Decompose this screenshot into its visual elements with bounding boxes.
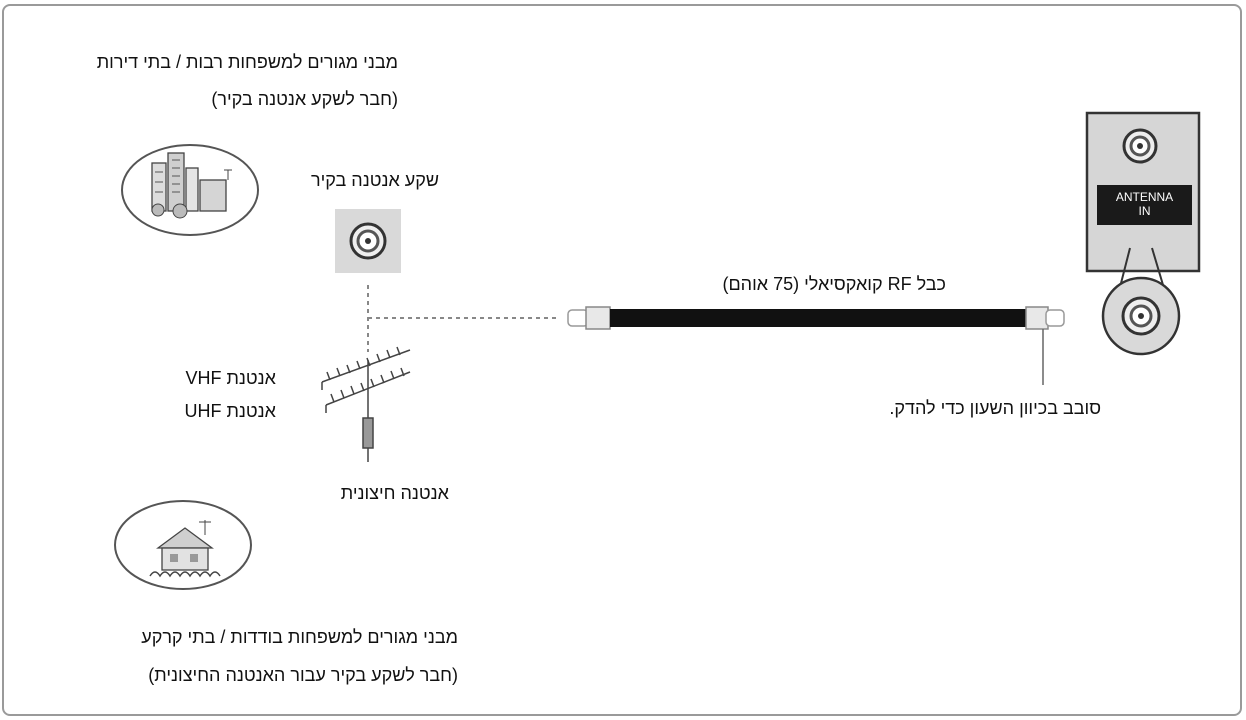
tighten-instruction-label: סובב בכיוון השעון כדי להדק. — [889, 398, 1101, 418]
vhf-antenna-label: אנטנת VHF — [185, 368, 276, 388]
antenna-in-line2: IN — [1138, 204, 1151, 218]
coaxial-cable-graphic — [567, 306, 1065, 385]
diagram-frame — [2, 4, 1242, 716]
houses-label-line1: מבני מגורים למשפחות בודדות / בתי קרקע — [141, 627, 458, 647]
wall-socket-graphic — [335, 209, 401, 273]
cable-label: כבל RF קואקסיאלי (75 אוהם) — [722, 274, 946, 294]
antenna-in-zoom-callout — [1101, 247, 1181, 356]
antenna-in-line1: ANTENNA — [1115, 190, 1174, 204]
apartments-label-line2: (חבר לשקע אנטנה בקיר) — [211, 89, 398, 109]
antenna-in-label: ANTENNA IN — [1097, 190, 1192, 218]
houses-label-line2: (חבר לשקע בקיר עבור האנטנה החיצונית) — [148, 665, 458, 685]
tv-antenna-in-panel — [1085, 111, 1201, 273]
outdoor-antenna-label: אנטנה חיצונית — [340, 483, 449, 503]
house-illustration — [114, 500, 252, 590]
apartment-building-illustration — [121, 144, 259, 236]
uhf-antenna-label: אנטנת UHF — [184, 401, 276, 421]
dashed-connection-lines — [367, 285, 560, 352]
apartments-label-line1: מבני מגורים למשפחות רבות / בתי דירות — [96, 52, 398, 72]
outdoor-antenna-graphic — [321, 346, 411, 462]
wall-socket-label: שקע אנטנה בקיר — [310, 170, 439, 190]
